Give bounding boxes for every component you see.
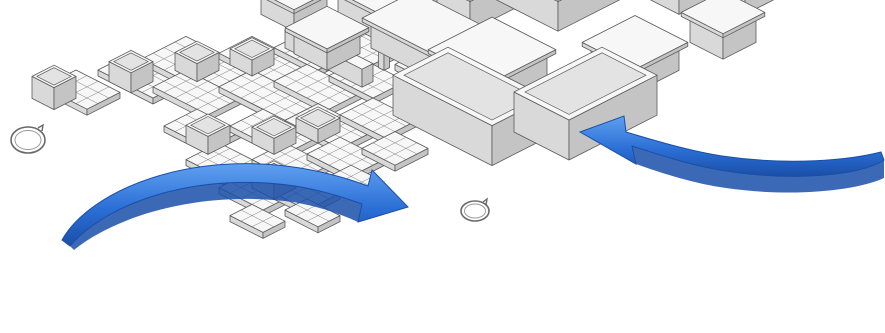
rotate-icon xyxy=(461,199,489,221)
grid-module xyxy=(230,204,285,238)
arrow-to-left xyxy=(580,116,884,193)
rotate-icon xyxy=(11,125,45,153)
pavilion xyxy=(681,0,765,59)
